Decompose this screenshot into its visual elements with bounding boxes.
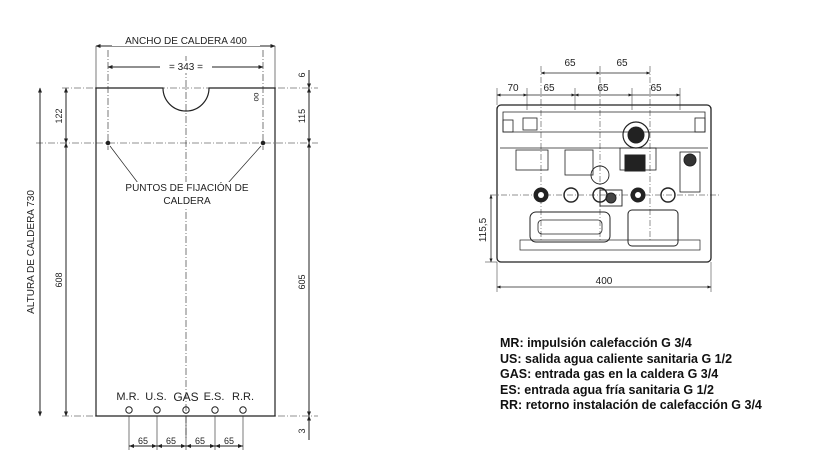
dim-65-label-a: 65 (543, 83, 555, 94)
dim-65-label-c: 65 (650, 83, 662, 94)
spacing-label-4: 65 (224, 436, 234, 446)
width-label: ANCHO DE CALDERA 400 (125, 36, 247, 47)
dim-65-label-d: 65 (564, 58, 576, 69)
legend-mr: MR: impulsión calefacción G 3/4 (500, 336, 692, 350)
dim-608-label: 608 (54, 272, 64, 287)
connection-label-rr: R.R. (232, 391, 254, 403)
connection-us (153, 406, 161, 414)
dim-400-label: 400 (596, 276, 613, 287)
dim-122-label: 122 (54, 108, 64, 123)
right-view-labels: 70 65 65 65 65 65 115,5 400 (478, 58, 662, 287)
legend-es: ES: entrada agua fría sanitaria G 1/2 (500, 382, 714, 397)
template-outline (95, 87, 276, 417)
connection-label-mr: M.R. (116, 391, 139, 403)
connection-gas (182, 406, 190, 414)
dim-65-label-b: 65 (597, 83, 609, 94)
connection-stubs (125, 406, 247, 414)
dim-605-label: 605 (297, 274, 307, 289)
spacing-label-3: 65 (195, 436, 205, 446)
dim-70-label: 70 (507, 83, 519, 94)
oo-mark: oo (252, 93, 261, 102)
height-label: ALTURA DE CALDERA 730 (26, 190, 37, 314)
legend-us: US: salida agua caliente sanitaria G 1/2 (500, 351, 733, 366)
dim-65-label-e: 65 (616, 58, 628, 69)
front-connections (533, 187, 676, 203)
dim-3-label: 3 (297, 428, 307, 433)
spacing-label-2: 65 (166, 436, 176, 446)
connection-legend: MR: impulsión calefacción G 3/4 US: sali… (500, 336, 762, 414)
legend-gas: GAS: entrada gas en la caldera G 3/4 (500, 367, 719, 381)
left-view-labels: ANCHO DE CALDERA 400 = 343 = ALTURA DE C… (26, 34, 307, 446)
boiler-casing (496, 104, 712, 263)
inner-width-label: = 343 = (169, 62, 203, 73)
spacing-label-1: 65 (138, 436, 148, 446)
connection-label-es: E.S. (204, 391, 225, 403)
dim-115-label: 115 (297, 109, 307, 123)
boiler-front-view (485, 66, 720, 292)
legend-rr: RR: retorno instalación de calefacción G… (500, 398, 762, 412)
dim-6-label: 6 (297, 72, 307, 77)
fixing-points-line2: CALDERA (163, 196, 211, 207)
dim-115-5-label: 115,5 (478, 217, 489, 242)
fixing-point-right (260, 140, 266, 146)
connection-label-us: U.S. (145, 391, 166, 403)
fixing-points-line1: PUNTOS DE FIJACIÓN DE (125, 181, 248, 194)
fixing-point-left (105, 140, 111, 146)
connection-label-gas: GAS (173, 390, 198, 404)
connection-es (211, 406, 219, 414)
connection-mr (125, 406, 133, 414)
connection-rr (239, 406, 247, 414)
